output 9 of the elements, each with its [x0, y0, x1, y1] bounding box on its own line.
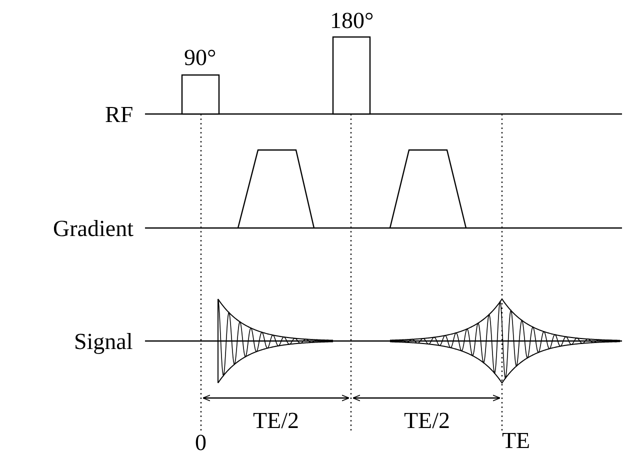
- interval-label: TE/2: [404, 408, 450, 432]
- time-label: 0: [195, 430, 206, 454]
- axis-label: Signal: [74, 330, 133, 352]
- axis-label: Gradient: [53, 216, 134, 240]
- pulse-angle-label: 180°: [330, 8, 374, 32]
- axis-label: RF: [105, 102, 134, 126]
- interval-label: TE/2: [253, 408, 299, 432]
- time-label: TE: [502, 428, 530, 452]
- pulse-angle-label: 90°: [184, 46, 216, 68]
